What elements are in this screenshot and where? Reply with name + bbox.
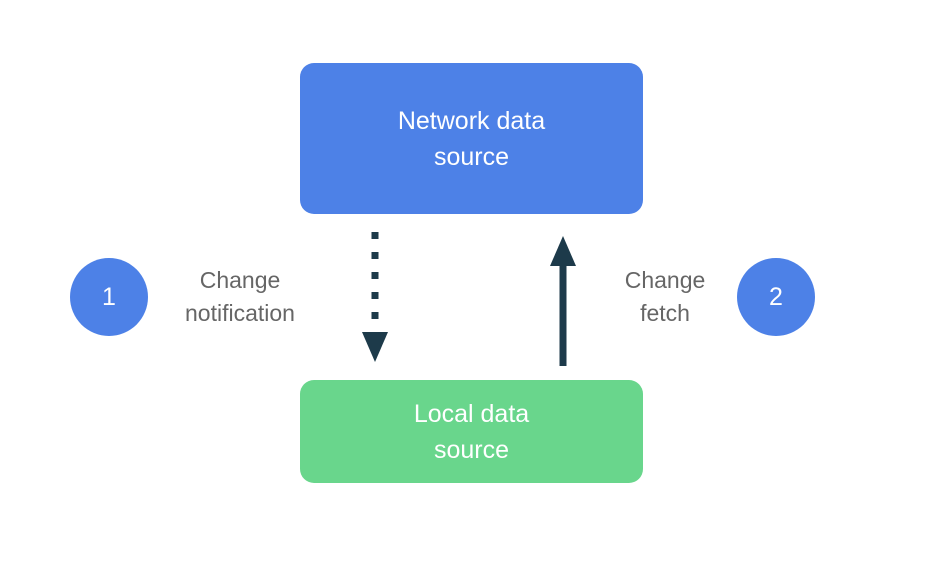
network-data-source-label: Network data source [397,106,546,171]
network-data-source-node: Network data source [300,63,643,214]
step-1-badge: 1 [70,258,148,336]
local-data-source-label: Local data source [413,399,530,464]
change-notification-label: Change notification [185,267,295,326]
step-2-badge: 2 [737,258,815,336]
change-notification-arrowhead [362,332,388,362]
step-2-number: 2 [769,282,783,311]
local-data-source-node: Local data source [300,380,643,483]
step-1-number: 1 [102,282,116,311]
change-fetch-label: Change fetch [624,267,706,326]
change-fetch-arrowhead [550,236,576,266]
